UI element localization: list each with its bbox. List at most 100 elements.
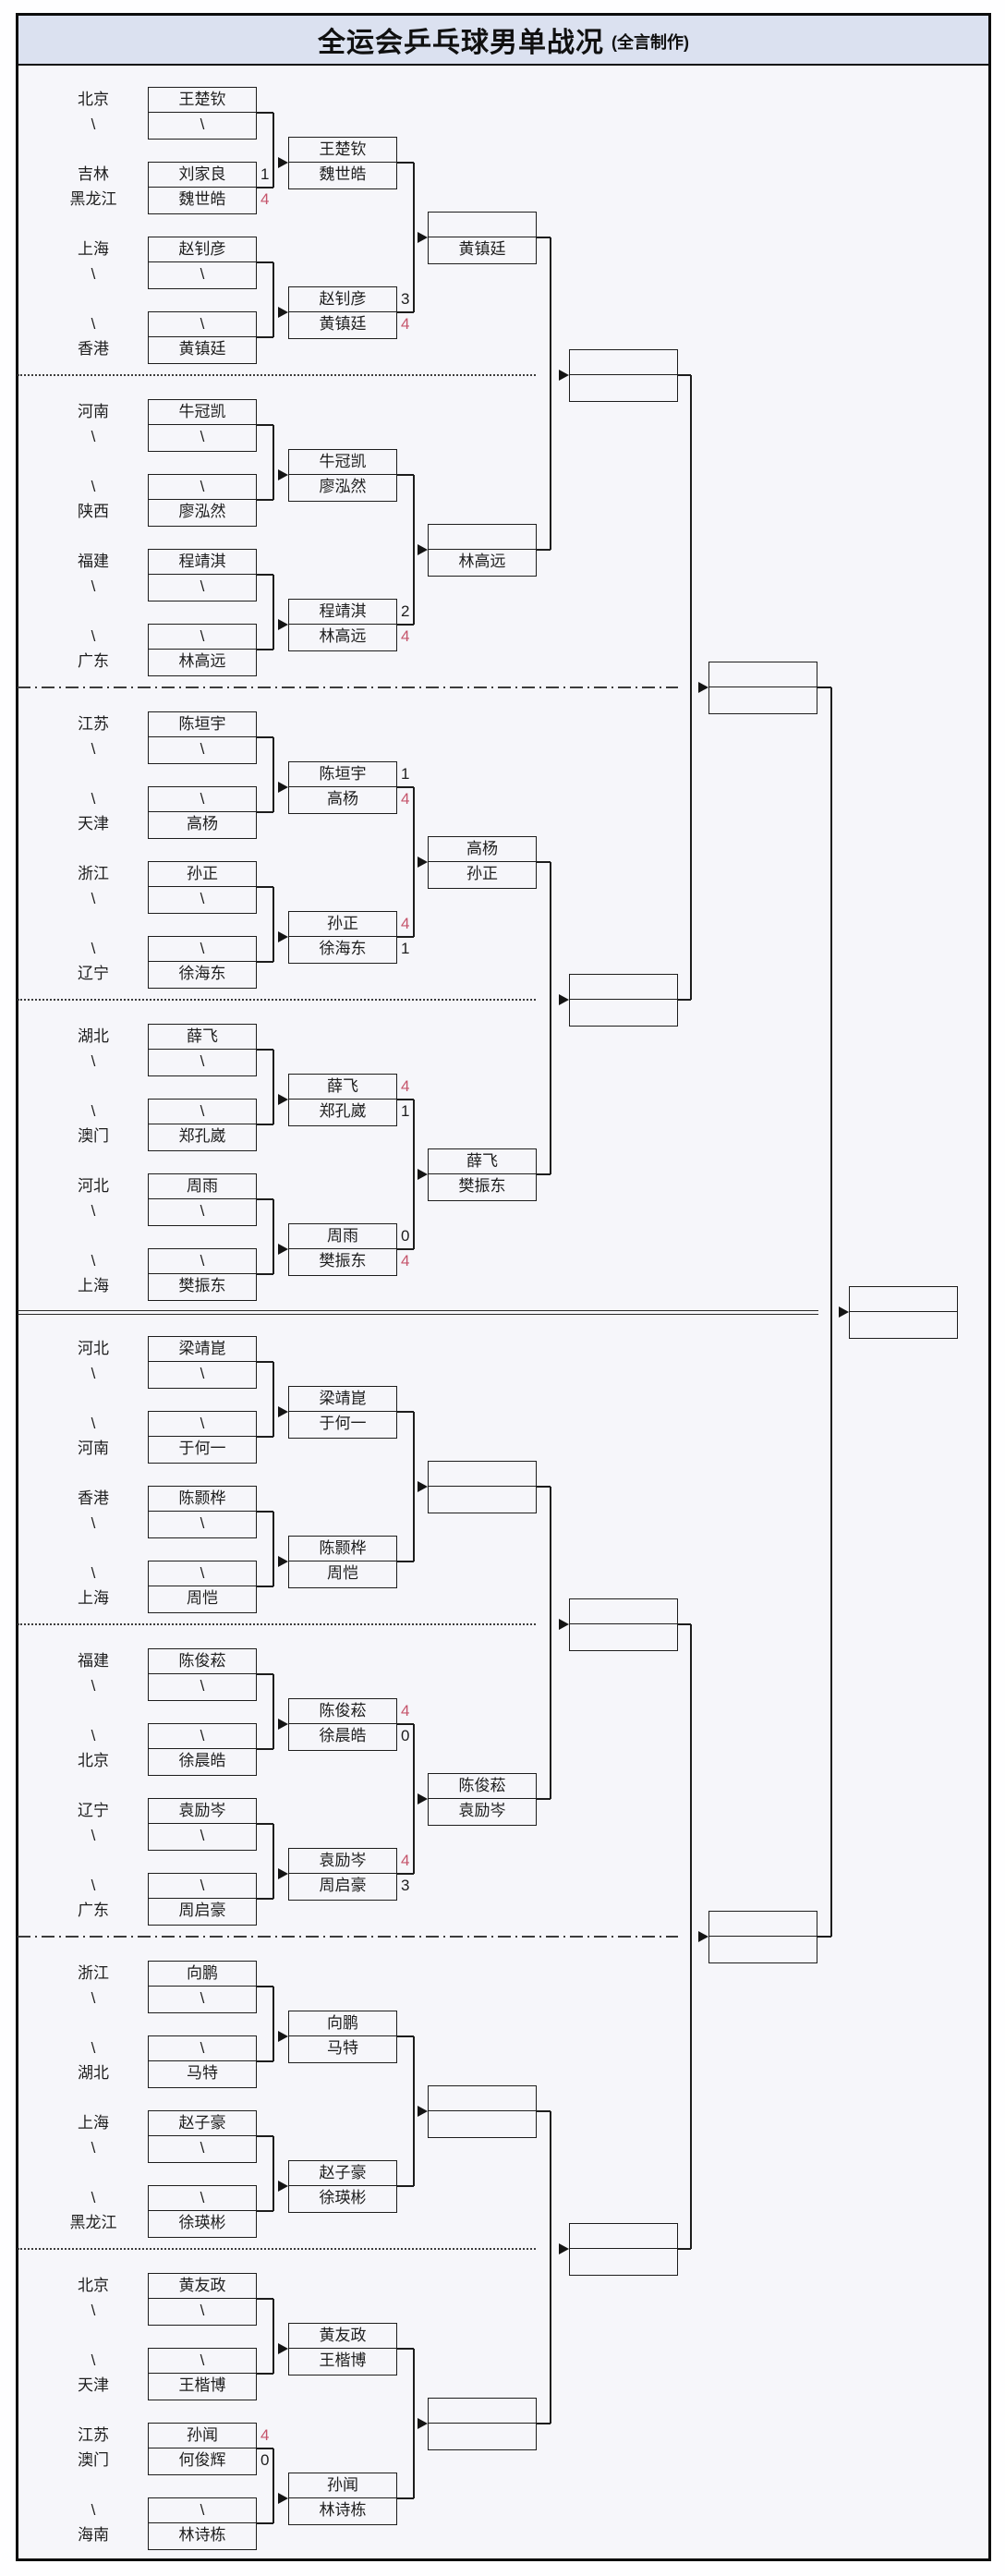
connector-line [537, 1486, 551, 1488]
player-cell: 孙正 [289, 912, 396, 937]
player-cell: 王楷博 [319, 2351, 367, 2369]
connector-line [257, 2373, 273, 2375]
player-cell [850, 1312, 957, 1336]
player-cell: 陈颢桦 [149, 1487, 256, 1512]
player-cell: \ [149, 1561, 256, 1586]
player-cell: \ [149, 475, 256, 500]
connector-line [257, 1673, 273, 1675]
arrow-right-icon [559, 994, 569, 1005]
round2-match-box: 陈俊菘徐晨皓 [288, 1698, 397, 1751]
connector-line [257, 961, 273, 963]
round1-pair-box: 王楚钦\ [148, 87, 257, 140]
match-score: 4 [401, 790, 410, 808]
match-score: 4 [401, 1852, 410, 1869]
connector-line [413, 1100, 415, 1249]
connector-line [272, 2299, 274, 2374]
match-score: 4 [260, 190, 270, 208]
round1-pair-box: 牛冠凯\ [148, 399, 257, 452]
player-cell [429, 2111, 536, 2135]
region-label: 江苏 [78, 2426, 109, 2444]
region-label: \ [91, 1827, 96, 1844]
round3-match-box [428, 2085, 537, 2138]
match-score: 4 [401, 1702, 410, 1719]
round1-pair-box: 孙闻何俊辉 [148, 2423, 257, 2475]
region-label: \ [91, 2189, 96, 2206]
region-label: \ [91, 1252, 96, 1270]
connector-line [272, 1050, 274, 1124]
region-label: 湖北 [78, 1027, 109, 1045]
round2-match-box: 陈颢桦周恺 [288, 1536, 397, 1588]
match-score: 1 [401, 765, 410, 783]
region-label: \ [91, 2351, 96, 2369]
round3-match-box: 黄镇廷 [428, 212, 537, 264]
player-cell: 林高远 [458, 553, 506, 570]
player-cell: \ [149, 2498, 256, 2523]
round2-match-box: 向鹏马特 [288, 2011, 397, 2063]
arrow-right-icon [278, 2493, 288, 2504]
arrow-right-icon [278, 1868, 288, 1879]
region-label: 辽宁 [78, 965, 109, 982]
round1-pair-box: 陈垣宇\ [148, 711, 257, 764]
divider-dashdot-line [18, 1936, 678, 1938]
player-cell: \ [200, 890, 205, 907]
player-cell: 何俊辉 [178, 2451, 226, 2469]
match-score: 3 [401, 1877, 410, 1894]
region-label: \ [91, 1877, 96, 1894]
connector-line [257, 1124, 273, 1125]
player-cell: \ [200, 740, 205, 758]
connector-line [257, 811, 273, 813]
player-cell: 樊振东 [178, 1277, 226, 1294]
player-cell: 孙闻 [149, 2424, 256, 2448]
player-cell: 廖泓然 [178, 503, 226, 520]
round4-match-box [569, 349, 678, 402]
region-label: \ [91, 1727, 96, 1744]
connector-line [272, 113, 274, 188]
arrow-right-icon [698, 1931, 708, 1942]
round3-match-box: 陈俊菘袁励岑 [428, 1773, 537, 1826]
region-label: 上海 [78, 240, 109, 258]
arrow-right-icon [278, 1244, 288, 1255]
arrow-right-icon [559, 370, 569, 381]
region-label: 河北 [78, 1177, 109, 1195]
region-label: \ [91, 790, 96, 808]
player-cell: 高杨 [187, 815, 218, 832]
player-cell: \ [200, 1989, 205, 2007]
connector-line [257, 886, 273, 888]
region-label: 上海 [78, 2114, 109, 2132]
connector-line [413, 2036, 415, 2186]
match-score: 0 [260, 2451, 270, 2469]
player-cell [429, 2399, 536, 2424]
round1-pair-box: 陈俊菘\ [148, 1648, 257, 1701]
player-cell: \ [200, 1677, 205, 1695]
connector-line [257, 574, 273, 576]
connector-line [397, 162, 414, 164]
round2-match-box: 牛冠凯廖泓然 [288, 449, 397, 502]
region-label: \ [91, 2139, 96, 2157]
connector-line [257, 1436, 273, 1438]
region-label: \ [91, 2039, 96, 2057]
divider-dotted-line [18, 374, 536, 376]
connector-line [397, 311, 414, 313]
region-label: 福建 [78, 1652, 109, 1670]
player-cell: 刘家良 [149, 163, 256, 188]
connector-line [397, 1723, 414, 1725]
player-cell: 樊振东 [458, 1177, 506, 1195]
arrow-right-icon [418, 857, 428, 868]
player-cell: 赵钊彦 [289, 287, 396, 312]
player-cell: 周雨 [149, 1174, 256, 1199]
player-cell: 周雨 [289, 1224, 396, 1249]
title-bar: 全运会乒乓球男单战况 (全言制作) [18, 16, 988, 66]
player-cell [570, 1599, 677, 1624]
player-cell: 周恺 [327, 1564, 358, 1582]
player-cell: 牛冠凯 [289, 450, 396, 475]
connector-line [413, 1724, 415, 1874]
player-cell: 于何一 [178, 1440, 226, 1457]
connector-line [257, 424, 273, 426]
page-title: 全运会乒乓球男单战况 [318, 28, 604, 58]
player-cell: \ [149, 1412, 256, 1437]
match-score: 4 [401, 315, 410, 333]
round4-match-box [569, 1598, 678, 1651]
player-cell: \ [149, 787, 256, 812]
match-score: 4 [401, 1077, 410, 1095]
player-cell: 王楚钦 [289, 138, 396, 163]
